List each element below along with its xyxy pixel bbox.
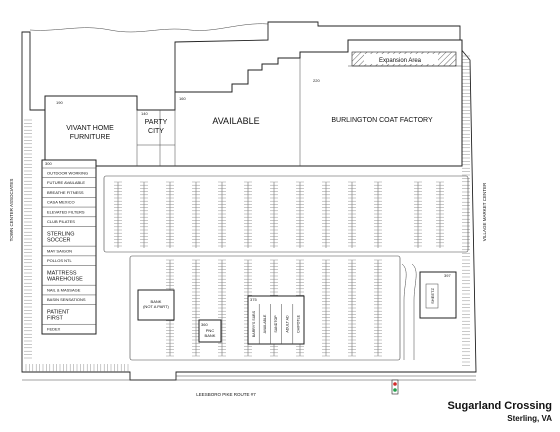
unit-number-burlington: 220 bbox=[313, 78, 320, 83]
strip-tenant: ELEVATED FILTERS bbox=[47, 209, 85, 214]
unit-number-party-city: 140 bbox=[141, 111, 148, 116]
strip-pad-tenant: AVAILABLE bbox=[263, 314, 267, 333]
road-label-bottom: LEESBORO PIKE ROUTE #7 bbox=[196, 392, 256, 397]
strip-pad-tenant: BARRY'S SUBS bbox=[252, 310, 256, 337]
pnc-bank-pad bbox=[198, 319, 222, 343]
unit-number-vivant: 190 bbox=[56, 100, 63, 105]
unit-number-strip: 300 bbox=[45, 161, 52, 166]
strip-tenant: NAIL & MASSAGE bbox=[47, 287, 81, 292]
strip-pad-building bbox=[247, 295, 305, 345]
strip-tenant: CLUB PILATES bbox=[47, 219, 75, 224]
strip-tenant: CASA MEXICO bbox=[47, 200, 75, 205]
unit-number-pnc: 360 bbox=[201, 322, 208, 327]
strip-pad-tenant: ADULT AD bbox=[285, 315, 289, 333]
strip-tenant: OUTDOOR WORKING bbox=[47, 170, 88, 175]
gas-pad-label: SHEETZ bbox=[430, 288, 435, 304]
expansion-label: Expansion Area bbox=[379, 58, 422, 64]
strip-tenant: MAY SAIGON bbox=[47, 248, 72, 253]
strip-tenant: FEDEX bbox=[47, 327, 61, 332]
strip-tenant: POLLOS NTL bbox=[47, 258, 72, 263]
strip-pad-tenant: CHIPOTLE bbox=[297, 314, 301, 333]
map-title: Sugarland Crossing bbox=[447, 400, 552, 412]
unit-number-gas-pad: 397 bbox=[444, 273, 451, 278]
title-block: Sugarland Crossing Sterling, VA bbox=[447, 400, 552, 423]
right-parking-rows bbox=[24, 55, 470, 372]
road-label-left: TOWN CENTER ASSOCIATES bbox=[9, 179, 14, 242]
traffic-signal-icon bbox=[391, 379, 399, 395]
map-subtitle: Sterling, VA bbox=[507, 414, 552, 423]
unit-number-available: 160 bbox=[179, 96, 186, 101]
bank-pad bbox=[137, 289, 175, 321]
tree-line bbox=[29, 23, 269, 33]
left-strip-tenants: OUTDOOR WORKING FUTURE AVAILABLE BREATHE F… bbox=[42, 167, 96, 332]
strip-pad-tenants: BARRY'S SUBS AVAILABLE SANDTOP ADULT AD CHIP… bbox=[252, 304, 301, 344]
store-burlington: BURLINGTON COAT FACTORY bbox=[331, 117, 433, 124]
bank-pad-label: BANK(NOT A PART) bbox=[143, 299, 169, 309]
unit-number-strip-pad: 375 bbox=[250, 297, 257, 302]
road-label-right: VILLAGE MARKET CENTER bbox=[482, 182, 487, 241]
strip-tenant: FUTURE AVAILABLE bbox=[47, 180, 85, 185]
strip-tenant: BREATHE FITNESS bbox=[47, 190, 84, 195]
store-available: AVAILABLE bbox=[212, 116, 259, 126]
strip-tenant: BASIN SENSATIONS bbox=[47, 297, 86, 302]
strip-pad-tenant: SANDTOP bbox=[274, 315, 278, 333]
left-strip-building bbox=[41, 159, 97, 335]
